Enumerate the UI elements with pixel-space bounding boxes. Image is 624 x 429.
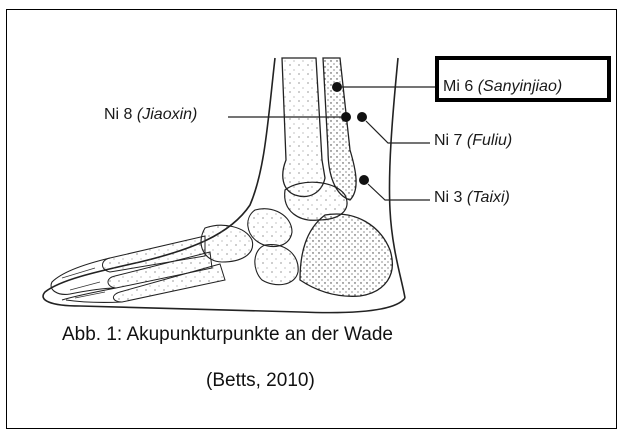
label-ni7: Ni 7 (Fuliu) (434, 132, 512, 150)
point-ni7-dot (357, 112, 367, 122)
label-ni8-code: Ni 8 (104, 106, 132, 123)
point-mi6-dot (332, 82, 342, 92)
figure-caption: Abb. 1: Akupunkturpunkte an der Wade (62, 324, 393, 346)
label-mi6: Mi 6 (Sanyinjiao) (443, 78, 562, 96)
label-ni3: Ni 3 (Taixi) (434, 189, 510, 207)
label-ni3-code: Ni 3 (434, 189, 462, 206)
label-ni8: Ni 8 (Jiaoxin) (104, 106, 197, 124)
label-ni3-name: (Taixi) (467, 189, 510, 206)
figure: Mi 6 (Sanyinjiao) Ni 8 (Jiaoxin) Ni 7 (F… (0, 0, 624, 410)
label-ni7-name: (Fuliu) (467, 132, 512, 149)
leader-ni7 (366, 121, 430, 143)
tibia (282, 58, 325, 196)
fibula (323, 58, 356, 200)
leader-ni3 (368, 184, 430, 200)
figure-citation: (Betts, 2010) (206, 370, 315, 392)
toe-bones (62, 268, 105, 298)
navicular (248, 209, 292, 247)
calcaneus (300, 214, 392, 296)
label-mi6-name: (Sanyinjiao) (478, 78, 562, 95)
label-ni7-code: Ni 7 (434, 132, 462, 149)
label-ni8-name: (Jiaoxin) (137, 106, 197, 123)
point-ni3-dot (359, 175, 369, 185)
point-ni8-dot (341, 112, 351, 122)
cuboid (255, 245, 298, 285)
label-mi6-code: Mi 6 (443, 78, 473, 95)
